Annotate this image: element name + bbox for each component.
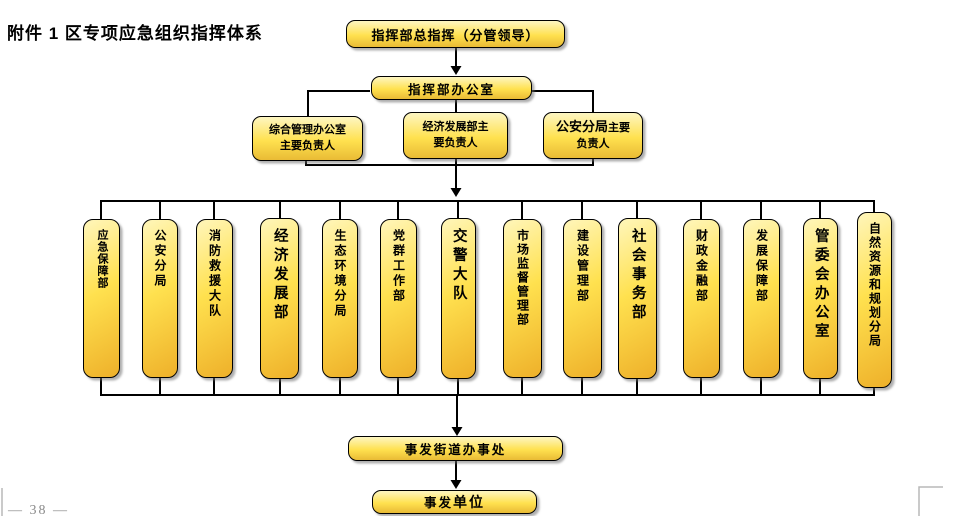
node-dept-fire-rescue: 消防救援大队: [196, 219, 233, 378]
department-bottom-stubs: [100, 376, 875, 395]
department-top-stubs: [100, 201, 875, 221]
node-dept-social-affairs: 社会事务部: [618, 218, 657, 379]
node-dept-development-support: 发展保障部: [743, 219, 780, 378]
dept-label: 应急保障部: [96, 229, 108, 289]
node-command-office-label: 指挥部办公室: [407, 82, 495, 97]
arrowheads: [450, 66, 463, 489]
node-dept-market-supervision: 市场监督管理部: [503, 219, 542, 378]
node-leader-economic-dev: 经济发展部主 要负责人: [403, 112, 508, 159]
node-dept-committee-office: 管委会办公室: [803, 218, 838, 379]
dept-label: 发展保障部: [754, 229, 769, 304]
node-dept-construction-management: 建设管理部: [563, 219, 602, 378]
dept-label: 市场监督管理部: [515, 229, 530, 327]
dept-label: 党群工作部: [391, 229, 406, 304]
leader-line1-bold: 公安分局: [555, 119, 608, 135]
page-title: 附件 1 区专项应急组织指挥体系: [7, 24, 263, 43]
dept-label: 管委会办公室: [812, 228, 829, 342]
leader-line2: 主要负责人: [280, 139, 335, 152]
node-dept-public-security-branch: 公安分局: [142, 219, 178, 378]
dept-label: 自然资源和规划分局: [867, 222, 882, 348]
node-dept-party-mass-work: 党群工作部: [380, 219, 417, 378]
node-commander: 指挥部总指挥（分管领导）: [346, 20, 565, 48]
leader-line1-rest: 主要: [608, 122, 630, 135]
dept-label: 公安分局: [153, 229, 167, 289]
edge-office-leader3: [532, 90, 594, 114]
dept-label: 建设管理部: [575, 229, 590, 304]
node-incident-unit-label: 事发单位: [424, 492, 485, 512]
node-commander-label: 指挥部总指挥（分管领导）: [371, 27, 540, 43]
node-street-office: 事发街道办事处: [348, 436, 563, 461]
dept-label: 消防救援大队: [207, 229, 222, 319]
dept-label: 财政金融部: [694, 229, 709, 304]
incident-unit-bold: 单位: [453, 494, 485, 510]
incident-unit-normal: 事发: [423, 496, 453, 510]
node-dept-ecology-environment: 生态环境分局: [322, 219, 358, 378]
page-number: — 38 —: [8, 503, 69, 516]
leader-line1: 经济发展部主: [422, 120, 489, 133]
node-leader-public-security: 公安分局主要 负责人: [543, 112, 643, 159]
edge-office-leader1: [307, 90, 370, 118]
node-dept-traffic-police: 交警大队: [441, 218, 476, 379]
leader-line2: 负责人: [576, 138, 610, 150]
node-incident-unit: 事发单位: [372, 490, 537, 514]
dept-label: 生态环境分局: [333, 229, 347, 319]
node-street-office-label: 事发街道办事处: [404, 443, 507, 457]
node-dept-emergency-support: 应急保障部: [83, 219, 120, 378]
dept-label: 交警大队: [450, 228, 467, 304]
page-margin-marks: [1, 486, 943, 516]
node-dept-natural-resources-planning: 自然资源和规划分局: [857, 212, 892, 388]
leader-line1: 公安分局主要: [556, 118, 630, 137]
dept-label: 社会事务部: [629, 228, 646, 323]
node-leader-general-admin: 综合管理办公室 主要负责人: [252, 116, 363, 161]
leader-line2: 要负责人: [433, 136, 478, 149]
dept-label: 经济发展部: [271, 228, 288, 323]
node-dept-finance: 财政金融部: [683, 219, 720, 378]
node-command-office: 指挥部办公室: [371, 76, 532, 100]
leader-line1: 综合管理办公室: [269, 123, 346, 136]
node-dept-economic-development: 经济发展部: [260, 218, 299, 379]
